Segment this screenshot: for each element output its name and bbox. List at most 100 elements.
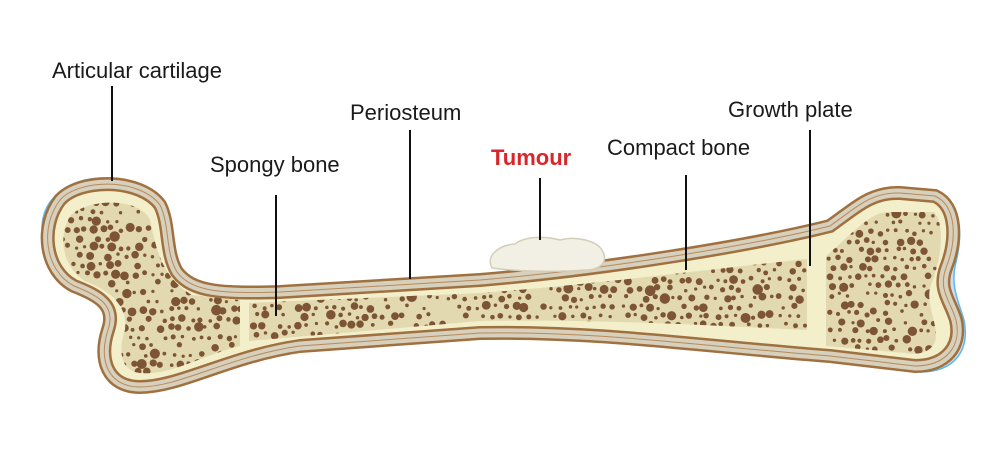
spongy-bone-pore — [143, 253, 147, 257]
spongy-bone-pore — [654, 315, 658, 320]
spongy-bone-pore — [788, 295, 794, 300]
spongy-bone-pore — [136, 209, 141, 214]
spongy-bone-pore — [120, 271, 129, 281]
spongy-bone-pore — [163, 336, 168, 341]
spongy-bone-pore — [74, 323, 82, 330]
spongy-bone-pore — [104, 253, 112, 262]
spongy-bone-pore — [103, 270, 109, 276]
spongy-bone-pore — [88, 361, 92, 365]
spongy-bone-pore — [884, 248, 889, 253]
spongy-bone-pore — [740, 279, 746, 284]
spongy-bone-pore — [847, 310, 851, 314]
spongy-bone-pore — [600, 303, 606, 309]
spongy-bone-pore — [415, 259, 423, 264]
spongy-bone-pore — [118, 228, 124, 234]
spongy-bone-pore — [660, 312, 666, 318]
spongy-bone-pore — [726, 265, 734, 274]
spongy-bone-pore — [731, 295, 736, 301]
spongy-bone-pore — [921, 319, 928, 326]
spongy-bone-pore — [482, 294, 487, 300]
spongy-bone-pore — [915, 255, 921, 262]
spongy-bone-pore — [131, 250, 139, 259]
spongy-bone-pore — [740, 312, 751, 323]
spongy-bone-pore — [900, 273, 908, 281]
spongy-bone-pore — [86, 310, 91, 314]
spongy-bone-pore — [166, 202, 172, 204]
spongy-bone-pore — [155, 263, 161, 268]
spongy-bone-pore — [347, 312, 352, 316]
spongy-bone-pore — [327, 276, 334, 283]
spongy-bone-pore — [882, 310, 889, 316]
spongy-bone-pore — [893, 255, 897, 260]
spongy-bone-pore — [626, 286, 634, 294]
spongy-bone-pore — [199, 335, 204, 340]
spongy-bone-pore — [71, 370, 79, 374]
spongy-bone-pore — [540, 303, 547, 310]
spongy-bone-pore — [923, 302, 927, 307]
spongy-bone-pore — [621, 304, 626, 308]
spongy-bone-pore — [451, 293, 458, 300]
spongy-bone-pore — [302, 302, 311, 312]
spongy-bone-pore — [640, 314, 648, 322]
spongy-bone-pore — [912, 231, 917, 237]
spongy-bone-pore — [929, 230, 933, 235]
spongy-bone-pore — [178, 314, 186, 322]
spongy-bone-pore — [849, 283, 855, 288]
spongy-bone-pore — [347, 320, 356, 329]
spongy-bone-pore — [729, 275, 738, 284]
spongy-bone-pore — [904, 303, 908, 308]
spongy-bone-pore — [874, 291, 878, 295]
spongy-bone-pore — [300, 312, 309, 322]
spongy-bone-pore — [838, 318, 846, 326]
spongy-bone-pore — [763, 270, 769, 276]
spongy-bone-pore — [826, 256, 831, 261]
spongy-bone-pore — [376, 267, 381, 272]
spongy-bone-pore — [646, 303, 655, 312]
spongy-bone-pore — [291, 330, 295, 335]
spongy-bone-pore — [63, 316, 69, 323]
spongy-bone-pore — [895, 282, 901, 288]
spongy-bone-pore — [803, 323, 807, 328]
spongy-bone-pore — [85, 332, 97, 344]
spongy-bone-pore — [765, 323, 770, 328]
spongy-bone-pore — [829, 294, 835, 300]
spongy-bone-pore — [900, 309, 904, 313]
spongy-bone-pore — [176, 342, 183, 348]
spongy-bone-pore — [204, 237, 209, 241]
spongy-bone-pore — [180, 296, 188, 304]
spongy-bone-pore — [868, 282, 872, 286]
spongy-bone-pore — [82, 245, 87, 249]
spongy-bone-pore — [737, 268, 743, 274]
spongy-bone-pore — [331, 269, 335, 273]
spongy-bone-pore — [139, 343, 146, 351]
spongy-bone-pore — [86, 261, 96, 271]
spongy-bone-pore — [207, 336, 212, 341]
spongy-bone-pore — [882, 292, 889, 299]
spongy-bone-pore — [213, 296, 222, 305]
spongy-bone-pore — [883, 265, 890, 272]
spongy-bone-pore — [182, 210, 187, 215]
spongy-bone-pore — [854, 309, 860, 316]
spongy-bone-pore — [890, 293, 894, 297]
spongy-bone-pore — [845, 294, 850, 298]
spongy-bone-pore — [699, 314, 703, 318]
spongy-bone-pore — [703, 312, 709, 319]
spongy-bone-pore — [324, 321, 330, 326]
spongy-bone-pore — [415, 267, 419, 271]
spongy-bone-pore — [198, 243, 205, 250]
spongy-bone-pore — [176, 202, 183, 205]
spongy-bone-pore — [446, 296, 451, 301]
spongy-bone-pore — [864, 256, 871, 263]
spongy-bone-pore — [202, 325, 207, 329]
spongy-bone-pore — [752, 295, 757, 300]
spongy-bone-pore — [826, 273, 834, 281]
spongy-bone-pore — [224, 281, 228, 285]
spongy-bone-pore — [105, 237, 111, 242]
spongy-bone-pore — [884, 317, 893, 325]
spongy-bone-pore — [912, 285, 917, 289]
spongy-bone-pore — [266, 278, 271, 283]
spongy-bone-pore — [913, 212, 918, 216]
spongy-bone-pore — [208, 228, 213, 232]
spongy-bone-pore — [398, 259, 403, 263]
spongy-bone-pore — [893, 228, 898, 233]
